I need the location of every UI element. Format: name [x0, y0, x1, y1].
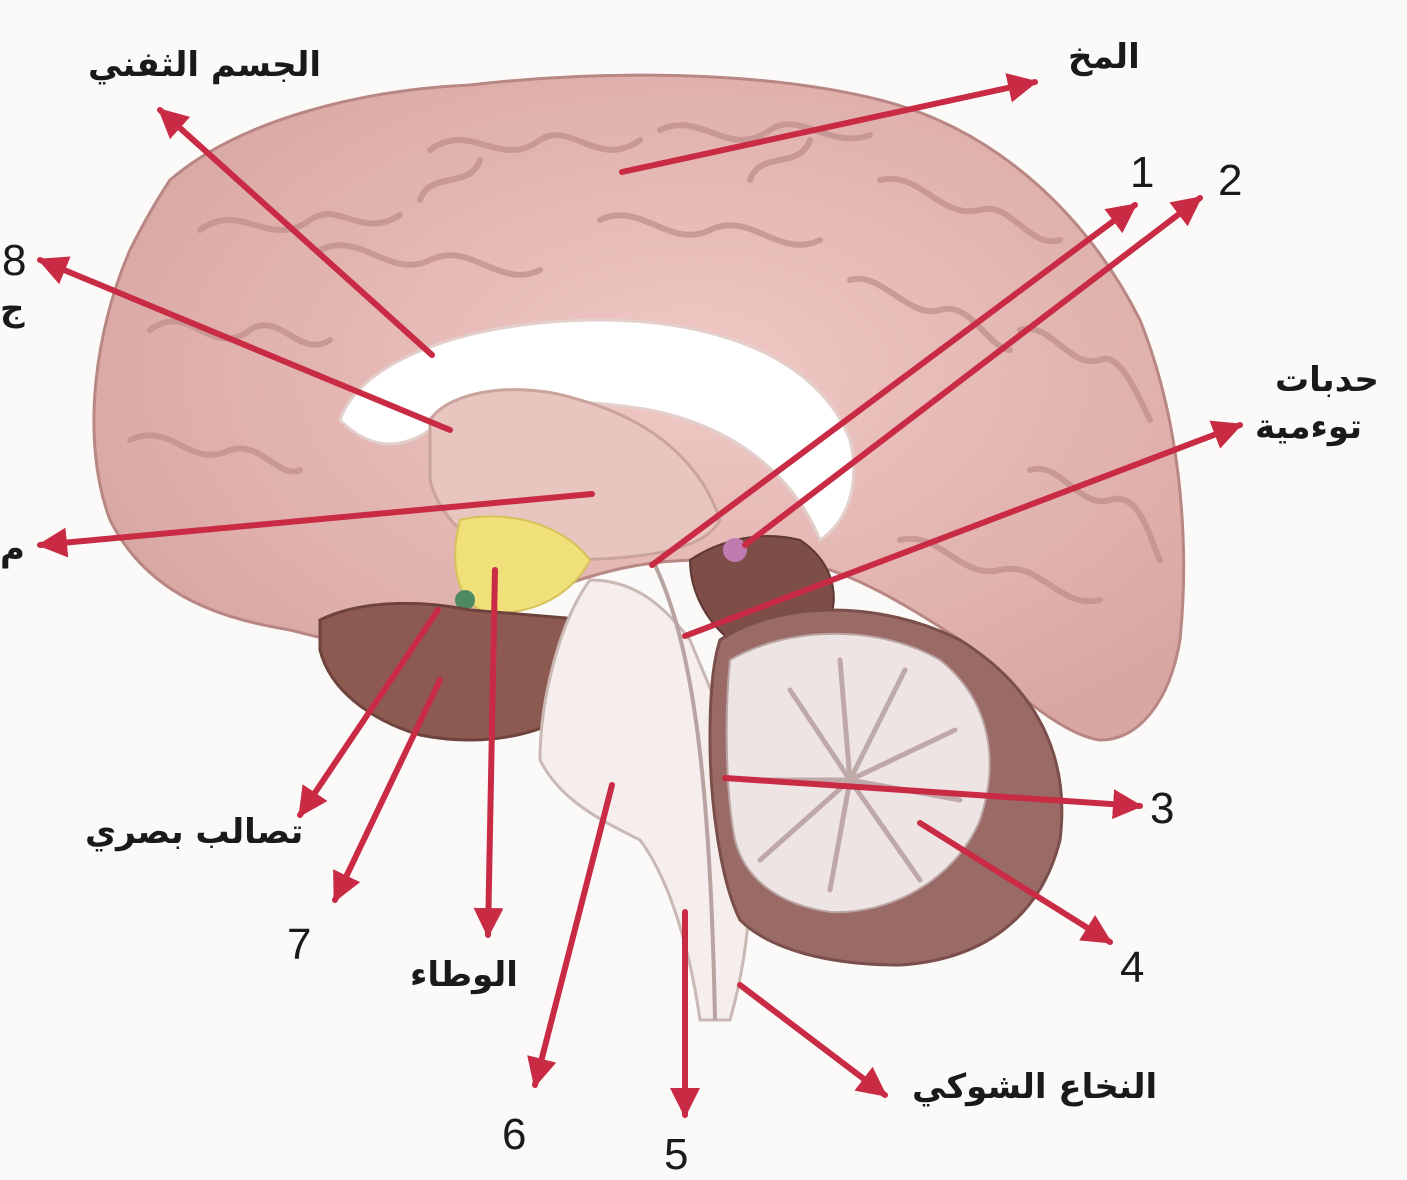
label-cut-left-top: ج: [0, 292, 25, 328]
label-optic-chiasm: تصالب بصري: [85, 815, 303, 851]
label-2: 2: [1218, 158, 1242, 204]
pineal-spot: [723, 538, 747, 562]
label-cut-left-mid: م: [0, 532, 25, 568]
label-4: 4: [1120, 945, 1144, 991]
label-7: 7: [287, 922, 311, 968]
label-1: 1: [1130, 150, 1154, 196]
label-cerebrum: المخ: [1068, 40, 1140, 76]
arrow-spinal-cord: [740, 985, 885, 1095]
label-8: 8: [2, 238, 26, 284]
label-hypothalamus: الوطاء: [410, 958, 518, 994]
label-5: 5: [664, 1132, 688, 1178]
label-colliculi-line1: حدبات: [1275, 363, 1379, 399]
label-6: 6: [502, 1112, 526, 1158]
label-spinal-cord: النخاع الشوكي: [912, 1070, 1157, 1106]
arrow-6: [535, 785, 612, 1085]
label-corpus-callosum: الجسم الثفني: [88, 48, 321, 84]
label-3: 3: [1150, 786, 1174, 832]
label-colliculi-line2: توءمية: [1255, 410, 1362, 446]
